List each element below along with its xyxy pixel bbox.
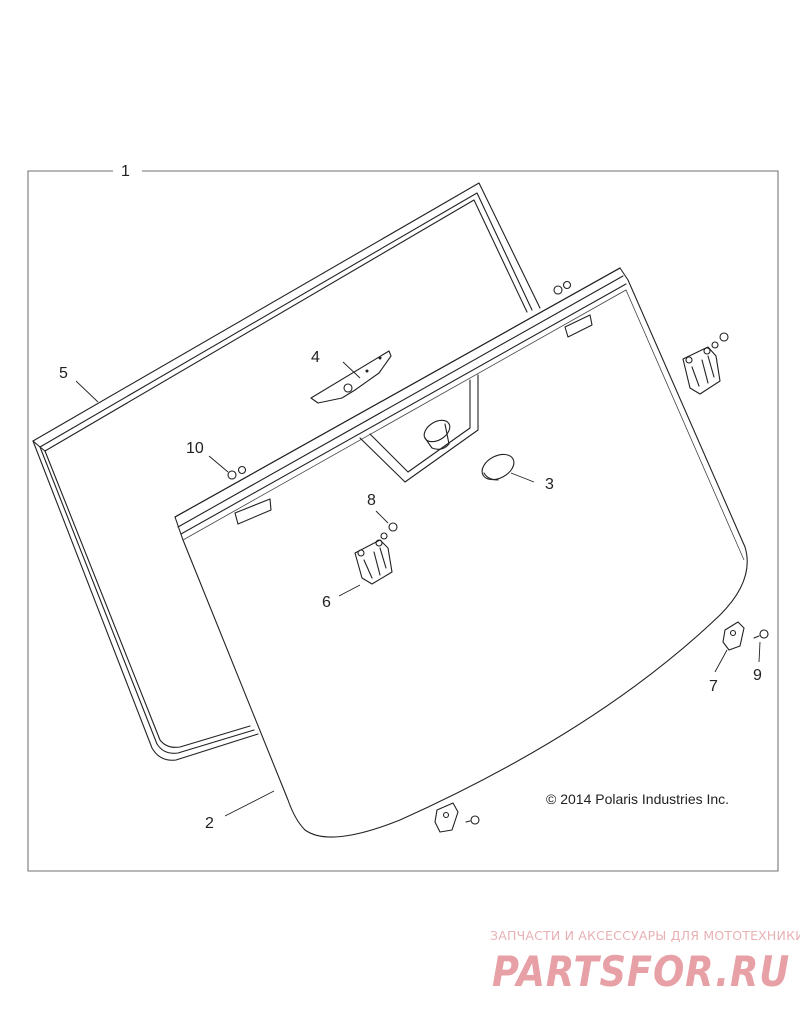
- callout-4: 4: [311, 349, 320, 366]
- seal-gasket: [32, 182, 541, 761]
- callout-3: 3: [545, 476, 554, 493]
- windshield-glass: [174, 267, 748, 838]
- hinge-bracket-right: [682, 346, 721, 395]
- callout-8: 8: [367, 492, 376, 509]
- latch-clip: [434, 621, 745, 833]
- watermark-logo: ЗАПЧАСТИ И АКСЕССУАРЫ ДЛЯ МОТОТЕХНИКИ PA…: [490, 928, 800, 996]
- svg-text:PARTSFOR.RU: PARTSFOR.RU: [492, 947, 790, 996]
- callout-5: 5: [59, 365, 68, 382]
- callout-7: 7: [709, 678, 718, 695]
- callout-labels: 1 5 4 10 8 3 6 7 9 2: [59, 163, 762, 832]
- callout-1: 1: [121, 163, 130, 180]
- nut-part: [227, 280, 572, 480]
- watermark-tagline: ЗАПЧАСТИ И АКСЕССУАРЫ ДЛЯ МОТОТЕХНИКИ: [490, 928, 800, 943]
- callout-9: 9: [753, 667, 762, 684]
- leader-lines: [75, 361, 761, 817]
- hinge-bracket-center: [354, 539, 393, 585]
- reinforcement-plate: [310, 350, 392, 404]
- plug-part: [481, 453, 515, 481]
- assembly-frame: [27, 170, 779, 872]
- copyright-text: © 2014 Polaris Industries Inc.: [546, 791, 729, 807]
- screw-part: [380, 332, 729, 540]
- callout-10: 10: [186, 440, 204, 457]
- callout-2: 2: [205, 815, 214, 832]
- bolt-part: [465, 629, 769, 825]
- callout-6: 6: [322, 594, 331, 611]
